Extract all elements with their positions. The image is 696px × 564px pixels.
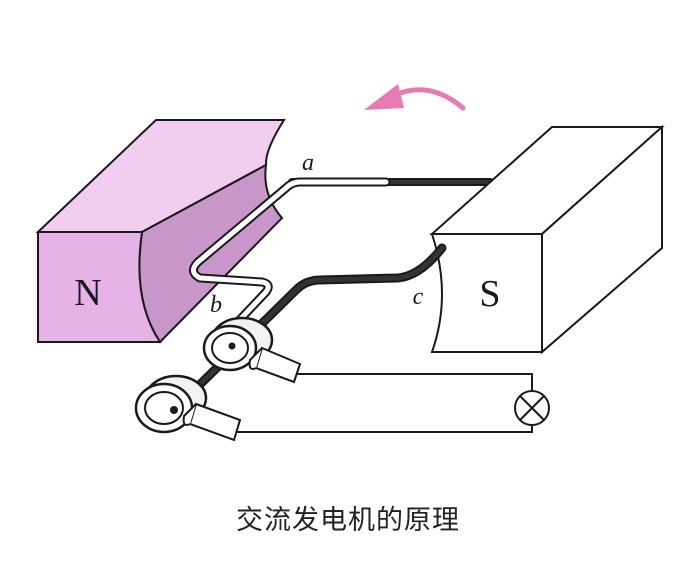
- external-circuit: [226, 373, 533, 433]
- lower-brush: [182, 402, 242, 442]
- point-c-label: c: [413, 284, 424, 310]
- lamp-icon: [514, 390, 550, 426]
- point-b-label: b: [210, 292, 222, 318]
- point-a-label: a: [302, 150, 314, 176]
- coil-white-side: [189, 177, 391, 333]
- south-pole-label: S: [479, 273, 500, 315]
- upper-slip-ring: [202, 316, 274, 372]
- coil-dark-side: [171, 243, 447, 413]
- north-pole-label: N: [74, 272, 101, 314]
- diagram-caption: 交流发电机的原理: [236, 505, 460, 536]
- south-magnet: [429, 124, 665, 355]
- rotation-arrow-icon: [364, 84, 466, 111]
- upper-brush: [248, 346, 302, 384]
